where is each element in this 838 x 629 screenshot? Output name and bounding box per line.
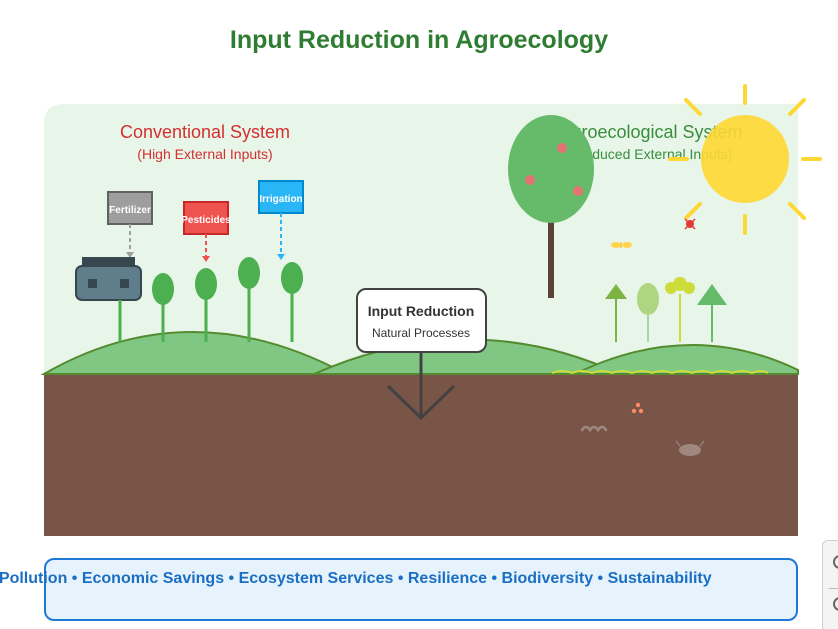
input-reduction-subheading: Natural Processes <box>372 326 470 340</box>
input-reduction-node: Input Reduction Natural Processes <box>356 288 487 421</box>
tractor-icon <box>75 257 142 301</box>
earthworm-icon <box>580 425 608 433</box>
pesticides-input: Pesticides <box>181 201 231 262</box>
conventional-heading: Conventional System <box>120 122 290 142</box>
agroecological-heading: Agroecological System <box>559 122 742 142</box>
side-scroll-widget[interactable] <box>822 540 838 629</box>
benefits-ticker: Benefits: Reduced Pollution • Economic S… <box>0 570 838 592</box>
widget-divider <box>829 588 838 589</box>
page-title: Input Reduction in Agroecology <box>229 26 609 54</box>
fertilizer-label: Fertilizer <box>109 205 151 216</box>
ladybug-icon <box>684 218 696 230</box>
butterfly-icon <box>611 242 632 248</box>
conventional-crop-5 <box>281 262 303 342</box>
conventional-subheading: (High External Inputs) <box>137 146 272 162</box>
hill-left <box>40 331 347 375</box>
widget-bottom-icon[interactable] <box>833 597 838 611</box>
input-reduction-heading: Input Reduction <box>368 303 475 319</box>
pesticides-label: Pesticides <box>181 215 231 226</box>
agro-plant-arrow-1 <box>605 284 627 342</box>
sky-panel <box>44 104 798 375</box>
benefits-text: Benefits: Reduced Pollution • Economic S… <box>0 570 712 587</box>
sun-icon <box>668 84 822 235</box>
agro-plant-oval <box>637 283 659 342</box>
fertilizer-input: Fertilizer <box>107 191 153 258</box>
grass-line <box>551 370 769 375</box>
conventional-crop-3 <box>195 268 217 342</box>
hill-right <box>574 344 799 375</box>
mushroom-icon <box>665 277 695 342</box>
conventional-crop-4 <box>238 257 260 342</box>
conventional-crop-2 <box>152 273 174 342</box>
fruit-tree-icon <box>508 115 594 298</box>
beetle-icon <box>675 440 705 456</box>
widget-top-icon[interactable] <box>833 555 838 569</box>
irrigation-label: Irrigation <box>259 194 302 205</box>
benefits-box <box>44 558 798 621</box>
agro-plant-arrow-2 <box>697 284 727 342</box>
soil-organism-dots <box>631 402 644 414</box>
agroecological-subheading: (Reduced External Inputs) <box>570 146 733 162</box>
irrigation-input: Irrigation <box>258 180 304 260</box>
